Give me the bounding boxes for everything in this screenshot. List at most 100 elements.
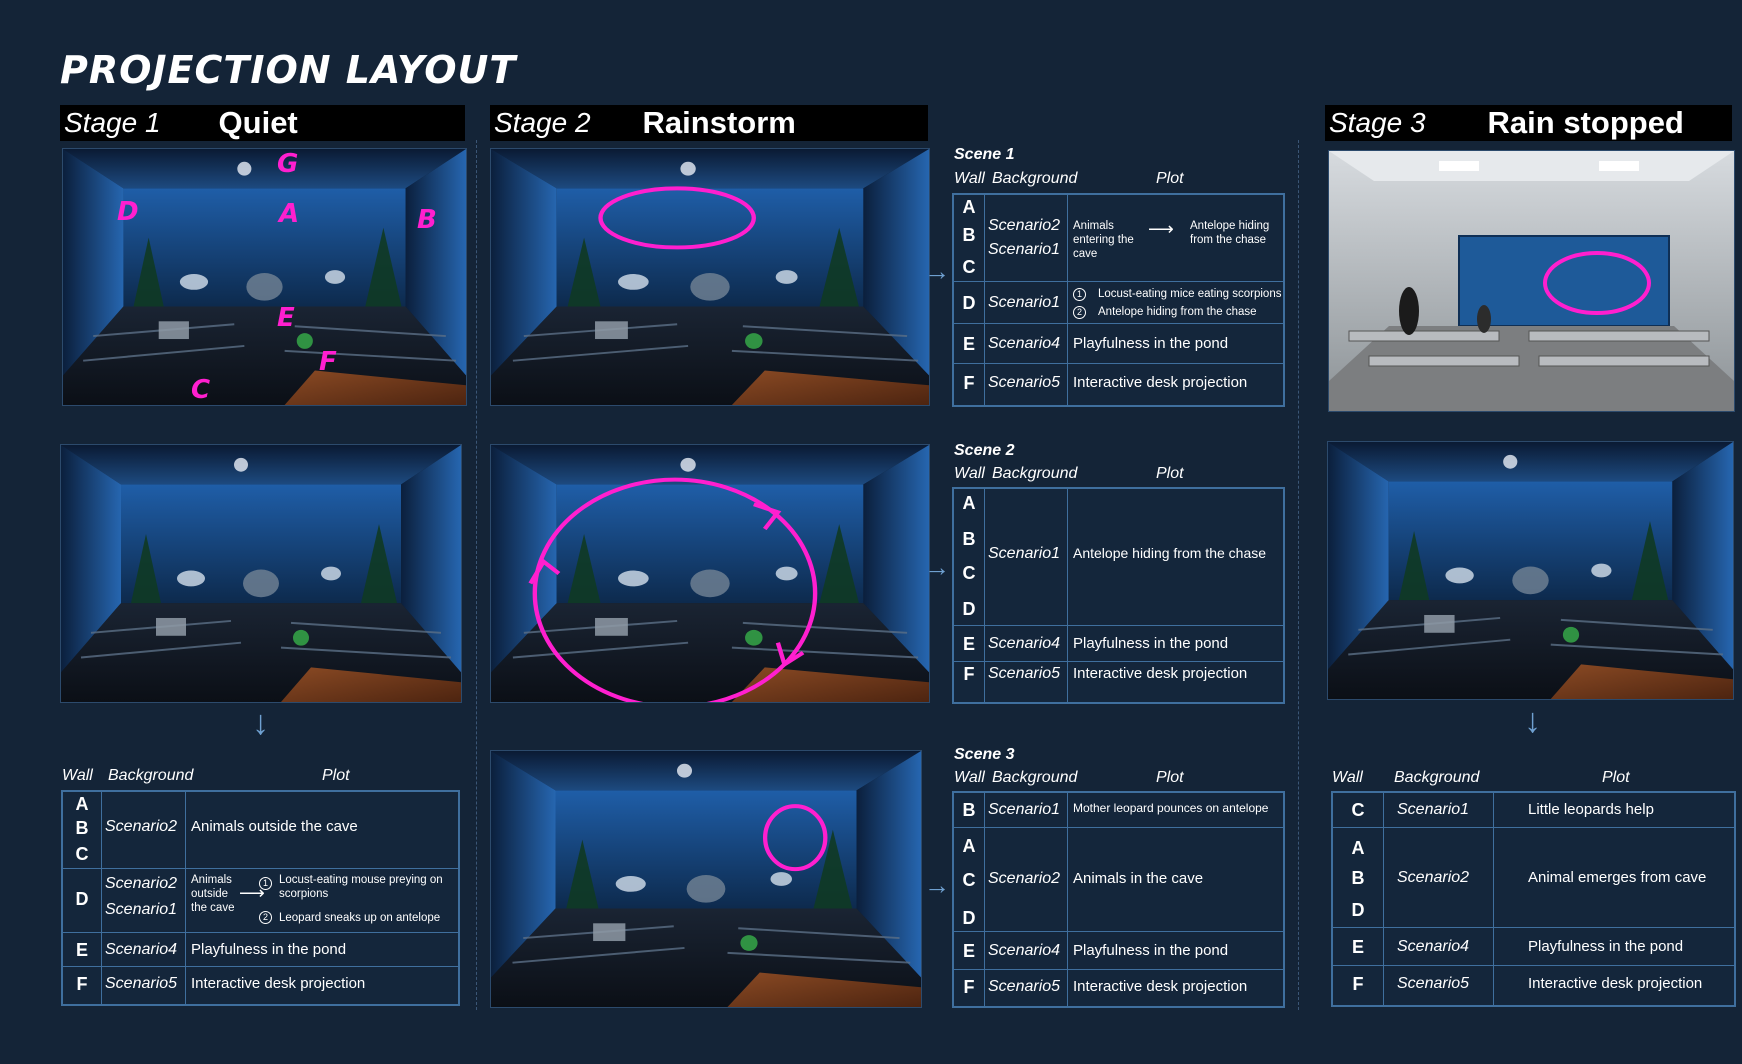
- arrow-right-icon: ⟶: [239, 883, 265, 903]
- scene-2-label: Scene 2: [954, 442, 1015, 459]
- background-cell: Scenario1: [988, 801, 1061, 818]
- header-background: Background: [108, 767, 194, 784]
- stage-3-label: Stage 3: [1329, 107, 1426, 138]
- stage-3-table: C Scenario1 Little leopards help A B D S…: [1331, 791, 1736, 1007]
- wall-marker-g: G: [277, 149, 299, 179]
- header-background: Background: [992, 769, 1078, 786]
- table-row: F Scenario5 Interactive desk projection: [63, 966, 458, 1001]
- header-plot: Plot: [1602, 769, 1630, 786]
- background-cell: Scenario4: [988, 335, 1061, 352]
- wall-label: D: [75, 889, 89, 909]
- scene-1-label: Scene 1: [954, 146, 1015, 163]
- wall-marker-b: B: [417, 205, 437, 235]
- stage-1-projection-photo: [60, 444, 462, 703]
- table-header: Wall Background Plot: [954, 769, 1284, 789]
- scene-3-label: Scene 3: [954, 746, 1015, 763]
- number-1-icon: 1: [1073, 288, 1086, 301]
- background-cell: Scenario5: [105, 975, 178, 992]
- wall-marker-d: D: [117, 197, 139, 227]
- wall-label: C: [962, 870, 976, 890]
- background-cell: Scenario1: [1397, 801, 1470, 818]
- stage-1-header: Stage 1 Quiet: [60, 105, 465, 141]
- plot-item: Antelope hiding from the chase: [1098, 306, 1257, 318]
- table-header: Wall Background Plot: [62, 767, 462, 787]
- wall-marker-a: A: [279, 199, 300, 229]
- arrow-right-icon: ⟶: [1148, 219, 1174, 239]
- arrow-down-icon: ↓: [252, 704, 269, 742]
- stage-2-name: Rainstorm: [642, 105, 796, 140]
- stage-1-label: Stage 1: [64, 107, 161, 138]
- background-cell: Scenario4: [988, 635, 1061, 652]
- wall-marker-c: C: [191, 375, 211, 405]
- wall-marker-f: F: [319, 347, 337, 377]
- plot-item: Locust-eating mouse preying on scorpions: [279, 874, 443, 900]
- plot-cell: Interactive desk projection: [1073, 978, 1248, 995]
- plot-cell: Interactive desk projection: [1528, 975, 1703, 992]
- header-wall: Wall: [62, 767, 93, 784]
- divider: [476, 140, 477, 1010]
- plot-cell: Interactive desk projection: [191, 975, 366, 992]
- wall-label: B: [962, 800, 976, 820]
- table-row: E Scenario4 Playfulness in the pond: [954, 625, 1283, 662]
- divider: [1298, 140, 1299, 1010]
- header-plot: Plot: [1156, 465, 1184, 482]
- stage-3-name: Rain stopped: [1487, 105, 1684, 140]
- table-row: E Scenario4 Playfulness in the pond: [954, 931, 1283, 970]
- wall-label: B: [75, 818, 89, 838]
- wall-label: B: [962, 225, 976, 245]
- background-cell: Scenario1: [988, 241, 1061, 258]
- header-wall: Wall: [954, 170, 985, 187]
- plot-cell: Animals outside the cave: [191, 818, 358, 835]
- wall-label: A: [1351, 838, 1365, 858]
- scene-2-photo: [490, 444, 930, 703]
- background-cell: Scenario4: [988, 942, 1061, 959]
- table-row: E Scenario4 Playfulness in the pond: [954, 323, 1283, 364]
- number-2-icon: 2: [259, 911, 272, 924]
- table-header: Wall Background Plot: [1332, 769, 1732, 789]
- wall-label: A: [75, 794, 89, 814]
- wall-label: F: [76, 974, 88, 994]
- arrow-down-icon: ↓: [1524, 702, 1541, 740]
- table-row: A B C Scenario2 Animals outside the cave: [63, 792, 458, 868]
- background-cell: Scenario2: [105, 875, 178, 892]
- wall-label: F: [963, 373, 975, 393]
- stage-1-wall-map-photo: G D A B E F C: [62, 148, 467, 406]
- scene-3-table: B Scenario1 Mother leopard pounces on an…: [952, 791, 1285, 1008]
- wall-label: D: [1351, 900, 1365, 920]
- plot-item: Locust-eating mice eating scorpions: [1098, 288, 1282, 300]
- plot-cell: Playfulness in the pond: [1073, 635, 1229, 652]
- plot-cell: Animals entering the cave: [1073, 220, 1134, 260]
- wall-label: B: [962, 529, 976, 549]
- table-row: A B D Scenario2 Animal emerges from cave: [1333, 827, 1734, 928]
- header-background: Background: [1394, 769, 1480, 786]
- header-plot: Plot: [322, 767, 350, 784]
- plot-cell: Animals in the cave: [1073, 870, 1204, 887]
- arrow-right-icon: →: [924, 870, 950, 900]
- header-wall: Wall: [1332, 769, 1363, 786]
- plot-cell: Playfulness in the pond: [1073, 942, 1229, 959]
- wall-marker-e: E: [277, 303, 295, 333]
- wall-label: D: [962, 599, 976, 619]
- wall-label: B: [1351, 868, 1365, 888]
- header-background: Background: [992, 465, 1078, 482]
- stage-1-name: Quiet: [218, 105, 298, 140]
- plot-cell: Playfulness in the pond: [1528, 938, 1684, 955]
- wall-label: E: [1351, 937, 1364, 957]
- background-cell: Scenario1: [988, 294, 1061, 311]
- table-row: B Scenario1 Mother leopard pounces on an…: [954, 793, 1283, 827]
- scene-3-photo: [490, 750, 922, 1008]
- wall-label: F: [963, 664, 975, 684]
- table-row: D Scenario2 Scenario1 Animals outside th…: [63, 868, 458, 933]
- background-cell: Scenario1: [105, 901, 178, 918]
- plot-cell: Interactive desk projection: [1073, 665, 1248, 682]
- wall-label: E: [962, 634, 975, 654]
- number-2-icon: 2: [1073, 306, 1086, 319]
- arrow-right-icon: →: [924, 552, 950, 582]
- plot-cell: Mother leopard pounces on antelope: [1073, 801, 1269, 815]
- background-cell: Scenario5: [988, 978, 1061, 995]
- plot-cell: Antelope hiding from the chase: [1190, 220, 1270, 246]
- background-cell: Scenario2: [988, 217, 1061, 234]
- background-cell: Scenario5: [1397, 975, 1470, 992]
- header-plot: Plot: [1156, 170, 1184, 187]
- table-header: Wall Background Plot: [954, 465, 1284, 485]
